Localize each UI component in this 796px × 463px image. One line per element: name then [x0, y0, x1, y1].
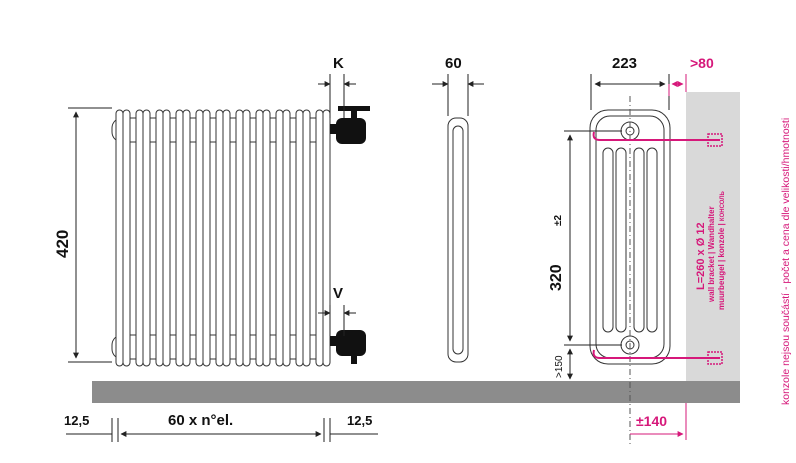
radiator-column [142, 109, 151, 367]
section-tube [615, 147, 627, 333]
radiator-column [182, 109, 191, 367]
bracket-names-ru: КОНСОЛЬ [720, 190, 726, 221]
dim-edge-left: 12,5 [64, 413, 89, 428]
dim-height: 420 [53, 230, 72, 258]
radiator-column [235, 109, 244, 367]
dim-axis-distance: 320 [548, 264, 565, 291]
radiator-column [295, 109, 304, 367]
radiator-column [242, 109, 251, 367]
label-v: V [333, 285, 343, 302]
dim-width-side: 223 [612, 55, 637, 72]
radiator-column [262, 109, 271, 367]
section-tube [602, 147, 614, 333]
label-k: K [333, 55, 344, 72]
wall-bracket-top-icon [592, 131, 723, 147]
radiator-column [255, 109, 264, 367]
radiator-column [215, 109, 224, 367]
radiator-column [315, 109, 324, 367]
radiator-side-view [447, 117, 469, 363]
radiator-column [135, 109, 144, 367]
floor [92, 381, 740, 403]
section-tube [646, 147, 658, 333]
valve-k-icon [330, 106, 370, 144]
dim-axis-tolerance: ±2 [553, 215, 564, 226]
dim-depth: 60 [445, 55, 462, 72]
bracket-names-2: muurbeugel | konzole | КОНСОЛЬ [717, 190, 726, 310]
radiator-column [162, 109, 171, 367]
dim-floor-gap: >150 [554, 355, 565, 378]
dim-length-formula: 60 x n°el. [168, 412, 233, 429]
side-note: konzole nejsou součástí - počet a cena d… [780, 118, 792, 405]
radiator-column [122, 109, 131, 367]
valve-v-icon [330, 330, 366, 364]
bracket-size: L=260 x Ø 12 [695, 222, 707, 290]
dim-wall-gap: >80 [690, 55, 714, 71]
radiator-column [282, 109, 291, 367]
radiator-column [202, 109, 211, 367]
radiator-column [155, 109, 164, 367]
wall-bracket-bottom-icon [592, 349, 723, 365]
radiator-column [175, 109, 184, 367]
dim-bracket-offset: ±140 [636, 413, 667, 429]
radiator-column [195, 109, 204, 367]
radiator-front-view [111, 109, 331, 367]
dim-edge-right: 12,5 [347, 413, 372, 428]
radiator-section-view [589, 96, 671, 446]
radiator-column [322, 109, 331, 367]
radiator-column [115, 109, 124, 367]
radiator-column [275, 109, 284, 367]
radiator-column [222, 109, 231, 367]
bracket-names-1: wall bracket | Wandhalter [707, 206, 716, 303]
section-tube [633, 147, 645, 333]
radiator-column [302, 109, 311, 367]
